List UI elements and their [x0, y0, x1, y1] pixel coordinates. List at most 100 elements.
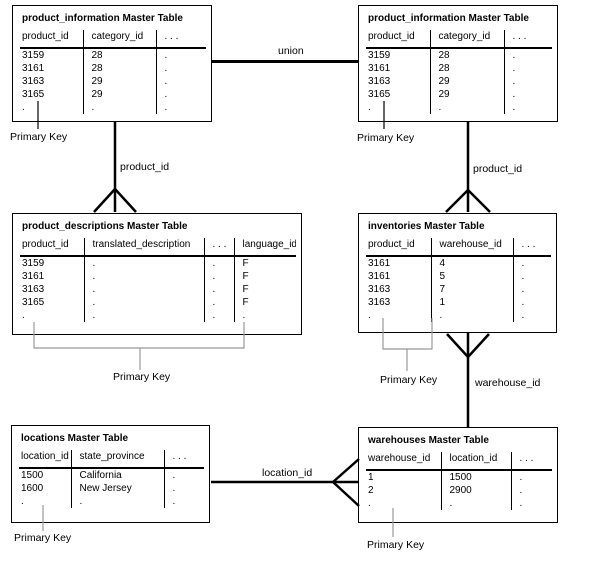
table-cell: .: [83, 283, 204, 296]
table-cell: .: [503, 88, 552, 101]
table-cell: .: [429, 101, 504, 114]
table-cell: 3163: [22, 284, 45, 295]
table-cell: .: [203, 296, 234, 309]
table-cell: 3159: [368, 50, 391, 61]
table-cell: 2: [368, 485, 374, 496]
table-row: ...: [366, 497, 552, 510]
table-cell: .: [70, 495, 164, 508]
table-cell: 29: [82, 88, 156, 101]
column-header: . . .: [203, 238, 234, 257]
crow-foot-left-arm-b: [114, 188, 137, 213]
table-cell: 3159: [22, 258, 45, 269]
table-cell: .: [155, 101, 206, 114]
table-cell: .: [83, 270, 204, 283]
table-row: 1600 New Jersey.: [19, 482, 204, 495]
table-cell: .: [368, 498, 371, 509]
column-header: . . .: [512, 238, 551, 257]
table-cell: .: [203, 256, 234, 270]
column-header: warehouse_id: [366, 452, 441, 471]
table-cell: .: [163, 495, 204, 508]
table-cell: .: [82, 101, 156, 114]
table-cell: .: [510, 484, 552, 497]
table-cell: 3165: [368, 89, 391, 100]
column-header: product_id: [20, 238, 84, 257]
table-cell: .: [503, 101, 552, 114]
table-cell: New Jersey: [70, 482, 164, 495]
table-cell: .: [510, 497, 552, 510]
table-product-descriptions: product_descriptions Master Table produc…: [12, 213, 302, 335]
table-cell: 5: [430, 270, 513, 283]
table-cell: .: [512, 296, 551, 309]
primary-key-label-product-information-left: Primary Key: [10, 131, 68, 143]
table-cell: .: [512, 283, 551, 296]
table-cell: .: [503, 48, 552, 62]
table-cell: 3163: [368, 284, 391, 295]
table-cell: 28: [429, 62, 504, 75]
table-cell: .: [503, 62, 552, 75]
primary-key-label-inventories: Primary Key: [380, 374, 438, 386]
table-cell: 28: [429, 48, 504, 62]
table-cell: F: [233, 256, 296, 270]
table-cell: .: [503, 75, 552, 88]
crow-foot-left-arm-a: [93, 188, 116, 213]
table-row: ...: [20, 101, 206, 114]
table-cell: F: [233, 270, 296, 283]
column-header: warehouse_id: [430, 238, 513, 257]
table-cell: .: [368, 310, 371, 321]
table-cell: .: [22, 102, 25, 113]
table-cell: 4: [430, 256, 513, 270]
table-cell: 3161: [22, 63, 45, 74]
column-header: product_id: [20, 30, 83, 49]
table-cell: .: [83, 296, 204, 309]
table-cell: .: [163, 482, 204, 495]
table-cell: 3165: [22, 89, 45, 100]
table-row: 3161..F: [20, 270, 296, 283]
crow-foot-inventories-arm-a: [446, 333, 469, 358]
table-cell: 3163: [368, 297, 391, 308]
table-row: ...: [19, 495, 204, 508]
table-title: product_information Master Table: [368, 13, 529, 24]
column-header: . . .: [155, 30, 206, 49]
column-header: product_id: [366, 30, 430, 49]
table-cell: .: [430, 309, 513, 322]
table-cell: .: [22, 310, 25, 321]
table-cell: 3161: [368, 258, 391, 269]
table-cell: 28: [82, 62, 156, 75]
table-cell: .: [83, 256, 204, 270]
table-cell: 3165: [22, 297, 45, 308]
product-id-label-left: product_id: [120, 161, 170, 173]
table-cell: 1600: [21, 483, 44, 494]
table-cell: .: [21, 496, 24, 507]
table-title: locations Master Table: [21, 433, 129, 444]
warehouse-id-label: warehouse_id: [475, 377, 541, 389]
table-cell: .: [203, 309, 234, 322]
table-cell: .: [155, 62, 206, 75]
table-cell: 29: [82, 75, 156, 88]
column-header: language_id: [233, 238, 296, 257]
column-header: state_province: [70, 450, 164, 469]
crow-foot-warehouses-arm-a: [332, 458, 360, 483]
primary-key-label-locations: Primary Key: [14, 532, 72, 544]
table-cell: .: [233, 309, 296, 322]
table-cell: .: [155, 88, 206, 101]
column-header: translated_description: [83, 238, 204, 257]
column-header: category_id: [429, 30, 504, 49]
